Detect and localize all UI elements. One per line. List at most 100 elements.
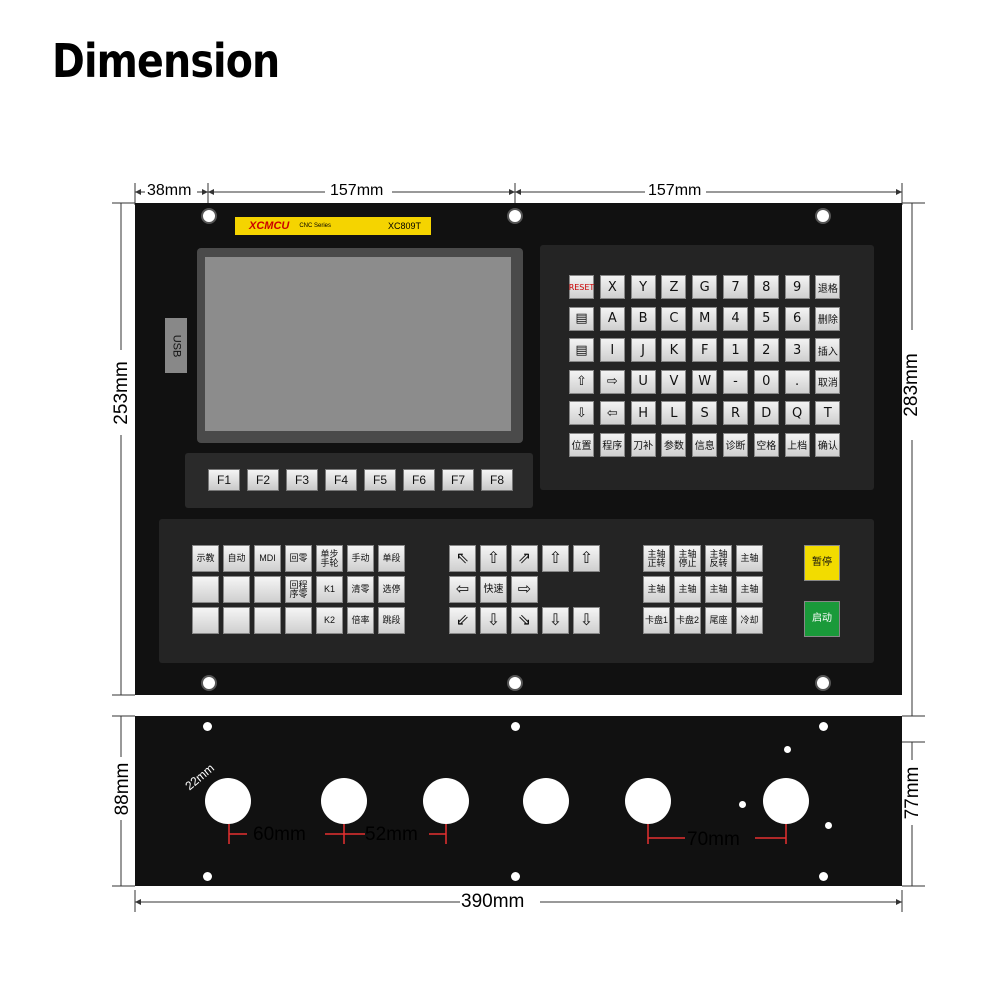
keyboard-key[interactable]: 删除 — [815, 306, 841, 331]
keyboard-key[interactable]: 位置 — [569, 432, 594, 457]
keyboard-key[interactable]: 刀补 — [630, 432, 656, 457]
keyboard-key[interactable]: 取消 — [815, 369, 841, 394]
jog-key[interactable]: ⇙ — [449, 607, 476, 634]
keyboard-key[interactable]: K — [661, 338, 687, 362]
function-key-f3[interactable]: F3 — [286, 469, 318, 491]
keyboard-key[interactable]: X — [599, 275, 625, 299]
keyboard-key[interactable]: I — [599, 338, 625, 362]
mode-key[interactable]: 示教 — [192, 545, 219, 572]
jog-key[interactable]: ⇩ — [542, 607, 569, 634]
jog-key[interactable]: ⇩ — [573, 607, 600, 634]
spindle-key[interactable]: 主轴反转 — [705, 545, 732, 572]
jog-key[interactable]: ⇦ — [449, 576, 476, 603]
keyboard-key[interactable]: 0 — [753, 369, 779, 394]
jog-key[interactable]: ⇩ — [480, 607, 507, 634]
keyboard-key[interactable]: S — [692, 401, 718, 425]
keyboard-key[interactable]: 4 — [723, 306, 748, 331]
keyboard-key[interactable]: ⇩ — [569, 401, 594, 425]
keyboard-key[interactable]: ⇨ — [599, 369, 625, 394]
keyboard-key[interactable]: 诊断 — [723, 432, 748, 457]
mode-key[interactable]: 单步手轮 — [316, 545, 343, 572]
keyboard-key[interactable]: 空格 — [753, 432, 779, 457]
mode-key[interactable] — [285, 607, 312, 634]
jog-key[interactable]: ⇖ — [449, 545, 476, 572]
jog-key[interactable]: ⇧ — [480, 545, 507, 572]
jog-key[interactable]: ⇧ — [542, 545, 569, 572]
keyboard-key[interactable]: C — [661, 306, 687, 331]
keyboard-key[interactable]: - — [723, 369, 748, 394]
mode-key[interactable] — [223, 576, 250, 603]
keyboard-key[interactable]: ▤ — [569, 306, 594, 331]
spindle-key[interactable]: 主轴 — [705, 576, 732, 603]
mode-key[interactable]: 回零 — [285, 545, 312, 572]
keyboard-key[interactable]: 插入 — [815, 338, 841, 362]
keyboard-key[interactable]: 信息 — [692, 432, 718, 457]
mode-key[interactable]: 倍率 — [347, 607, 374, 634]
mode-key[interactable]: 回程序零 — [285, 576, 312, 603]
keyboard-key[interactable]: T — [815, 401, 841, 425]
pause-button[interactable]: 暂停 — [804, 545, 840, 581]
keyboard-key[interactable]: 3 — [784, 338, 810, 362]
keyboard-key[interactable]: 1 — [723, 338, 748, 362]
keyboard-key[interactable]: Y — [630, 275, 656, 299]
spindle-key[interactable]: 主轴正转 — [643, 545, 670, 572]
jog-key[interactable]: ⇧ — [573, 545, 600, 572]
keyboard-key[interactable]: M — [692, 306, 718, 331]
keyboard-key[interactable]: W — [692, 369, 718, 394]
spindle-key[interactable]: 尾座 — [705, 607, 732, 634]
jog-key[interactable]: ⇘ — [511, 607, 538, 634]
mode-key[interactable]: 选停 — [378, 576, 405, 603]
keyboard-key[interactable]: 确认 — [815, 432, 841, 457]
spindle-key[interactable]: 主轴 — [736, 545, 763, 572]
mode-key[interactable] — [254, 607, 281, 634]
function-key-f5[interactable]: F5 — [364, 469, 396, 491]
mode-key[interactable]: 单段 — [378, 545, 405, 572]
keyboard-key[interactable]: F — [692, 338, 718, 362]
keyboard-key[interactable]: ▤ — [569, 338, 594, 362]
keyboard-key[interactable]: U — [630, 369, 656, 394]
mode-key[interactable] — [223, 607, 250, 634]
usb-port[interactable]: USB — [165, 318, 187, 373]
keyboard-key[interactable]: . — [784, 369, 810, 394]
keyboard-key[interactable]: ⇦ — [599, 401, 625, 425]
spindle-key[interactable]: 主轴 — [674, 576, 701, 603]
keyboard-key[interactable]: 参数 — [661, 432, 687, 457]
function-key-f8[interactable]: F8 — [481, 469, 513, 491]
function-key-f4[interactable]: F4 — [325, 469, 357, 491]
mode-key[interactable]: 手动 — [347, 545, 374, 572]
start-button[interactable]: 启动 — [804, 601, 840, 637]
keyboard-key[interactable]: 8 — [753, 275, 779, 299]
spindle-key[interactable]: 冷却 — [736, 607, 763, 634]
function-key-f7[interactable]: F7 — [442, 469, 474, 491]
jog-key[interactable]: ⇨ — [511, 576, 538, 603]
function-key-f2[interactable]: F2 — [247, 469, 279, 491]
function-key-f6[interactable]: F6 — [403, 469, 435, 491]
mode-key[interactable]: MDI — [254, 545, 281, 572]
keyboard-key[interactable]: H — [630, 401, 656, 425]
mode-key[interactable] — [192, 576, 219, 603]
keyboard-key[interactable]: J — [630, 338, 656, 362]
mode-key[interactable]: 清零 — [347, 576, 374, 603]
keyboard-key[interactable]: RESET — [569, 275, 594, 299]
keyboard-key[interactable]: 程序 — [599, 432, 625, 457]
keyboard-key[interactable]: 7 — [723, 275, 748, 299]
spindle-key[interactable]: 卡盘1 — [643, 607, 670, 634]
function-key-f1[interactable]: F1 — [208, 469, 240, 491]
jog-key[interactable]: ⇗ — [511, 545, 538, 572]
spindle-key[interactable]: 主轴 — [643, 576, 670, 603]
keyboard-key[interactable]: 上档 — [784, 432, 810, 457]
keyboard-key[interactable]: L — [661, 401, 687, 425]
spindle-key[interactable]: 主轴停止 — [674, 545, 701, 572]
mode-key[interactable]: 自动 — [223, 545, 250, 572]
jog-key[interactable]: 快速 — [480, 576, 507, 603]
keyboard-key[interactable]: ⇧ — [569, 369, 594, 394]
mode-key[interactable]: K2 — [316, 607, 343, 634]
keyboard-key[interactable]: Z — [661, 275, 687, 299]
mode-key[interactable] — [192, 607, 219, 634]
keyboard-key[interactable]: 退格 — [815, 275, 841, 299]
keyboard-key[interactable]: 5 — [753, 306, 779, 331]
keyboard-key[interactable]: V — [661, 369, 687, 394]
keyboard-key[interactable]: 2 — [753, 338, 779, 362]
mode-key[interactable]: K1 — [316, 576, 343, 603]
keyboard-key[interactable]: R — [723, 401, 748, 425]
